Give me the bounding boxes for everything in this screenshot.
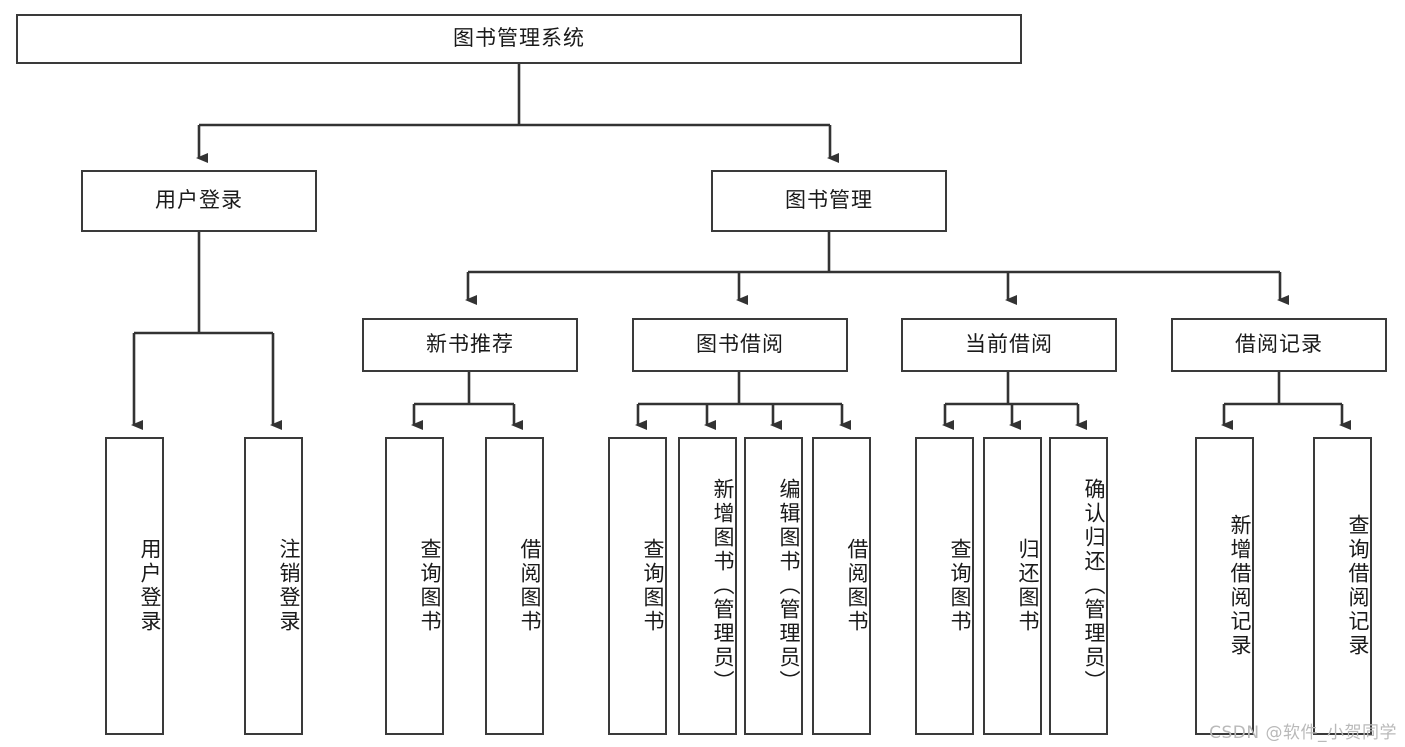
- leaf-confirm-return[interactable]: 确认归还（管理员）: [1049, 437, 1108, 735]
- node-book-manage-label: 图书管理: [785, 188, 873, 213]
- leaf-query-book-1[interactable]: 查询图书: [385, 437, 444, 735]
- node-current-borrow[interactable]: 当前借阅: [901, 318, 1117, 372]
- leaf-user-login[interactable]: 用户登录: [105, 437, 164, 735]
- leaf-edit-book[interactable]: 编辑图书（管理员）: [744, 437, 803, 735]
- leaf-query-book-1-label: 查询图书: [418, 538, 442, 634]
- leaf-user-logout[interactable]: 注销登录: [244, 437, 303, 735]
- leaf-query-book-3[interactable]: 查询图书: [915, 437, 974, 735]
- node-borrow-record-label: 借阅记录: [1235, 332, 1323, 357]
- node-new-book-rec-label: 新书推荐: [426, 332, 514, 357]
- leaf-borrow-book-2[interactable]: 借阅图书: [812, 437, 871, 735]
- leaf-add-book[interactable]: 新增图书（管理员）: [678, 437, 737, 735]
- leaf-query-record-label: 查询借阅记录: [1346, 514, 1370, 658]
- leaf-confirm-return-label: 确认归还（管理员）: [1082, 478, 1106, 694]
- node-root[interactable]: 图书管理系统: [16, 14, 1022, 64]
- leaf-add-book-label: 新增图书（管理员）: [711, 478, 735, 694]
- node-root-label: 图书管理系统: [453, 26, 585, 51]
- csdn-watermark: CSDN @软件_小贺同学: [1209, 723, 1397, 743]
- leaf-user-login-label: 用户登录: [138, 538, 162, 634]
- leaf-return-book-label: 归还图书: [1016, 538, 1040, 634]
- leaf-add-record-label: 新增借阅记录: [1228, 514, 1252, 658]
- leaf-query-book-2[interactable]: 查询图书: [608, 437, 667, 735]
- leaf-borrow-book-1[interactable]: 借阅图书: [485, 437, 544, 735]
- leaf-borrow-book-1-label: 借阅图书: [518, 538, 542, 634]
- leaf-return-book[interactable]: 归还图书: [983, 437, 1042, 735]
- leaf-user-logout-label: 注销登录: [277, 538, 301, 634]
- node-book-borrow[interactable]: 图书借阅: [632, 318, 848, 372]
- leaf-query-record[interactable]: 查询借阅记录: [1313, 437, 1372, 735]
- node-book-manage[interactable]: 图书管理: [711, 170, 947, 232]
- leaf-add-record[interactable]: 新增借阅记录: [1195, 437, 1254, 735]
- node-book-borrow-label: 图书借阅: [696, 332, 784, 357]
- node-user-login[interactable]: 用户登录: [81, 170, 317, 232]
- node-current-borrow-label: 当前借阅: [965, 332, 1053, 357]
- leaf-query-book-3-label: 查询图书: [948, 538, 972, 634]
- leaf-query-book-2-label: 查询图书: [641, 538, 665, 634]
- node-user-login-label: 用户登录: [155, 188, 243, 213]
- leaf-edit-book-label: 编辑图书（管理员）: [777, 478, 801, 694]
- leaf-borrow-book-2-label: 借阅图书: [845, 538, 869, 634]
- node-new-book-rec[interactable]: 新书推荐: [362, 318, 578, 372]
- node-borrow-record[interactable]: 借阅记录: [1171, 318, 1387, 372]
